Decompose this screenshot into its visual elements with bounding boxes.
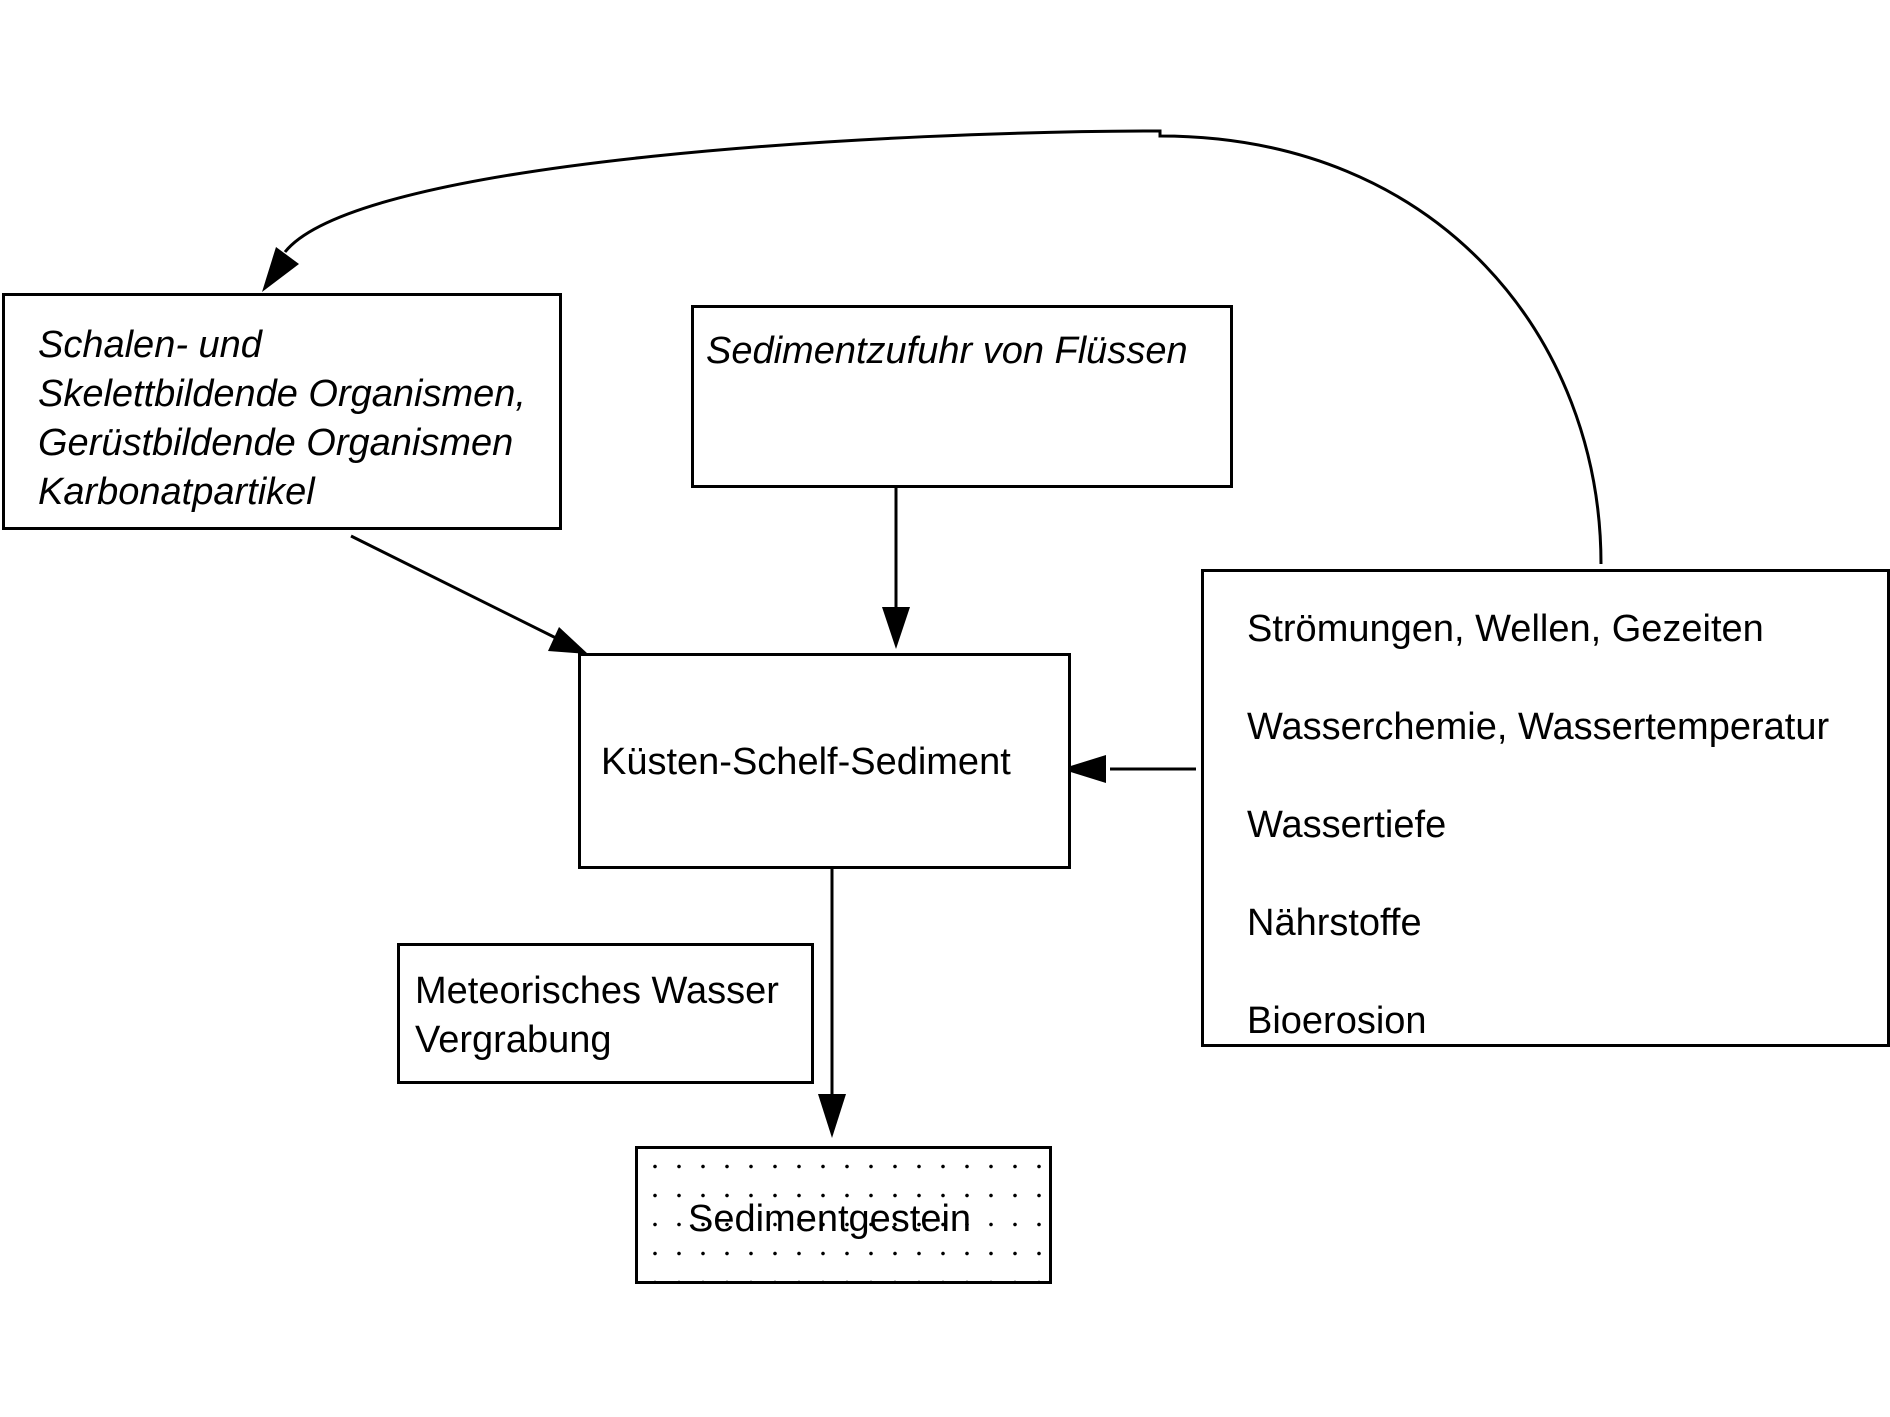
feedback-arrowhead	[262, 247, 299, 292]
organisms-line-1: Schalen- und	[38, 324, 262, 366]
organisms-arrowhead	[548, 627, 588, 654]
organisms-line-2: Skelettbildende Organismen,	[38, 373, 526, 415]
factor-item: Nährstoffe	[1247, 902, 1422, 944]
river-sediment-supply-label: Sedimentzufuhr von Flüssen	[706, 330, 1188, 372]
meteoric-line-1: Meteorisches Wasser	[415, 970, 779, 1012]
factor-item: Bioerosion	[1247, 1000, 1427, 1042]
feedback-curve-arrow	[283, 129, 1603, 565]
sedimentary-rock-box: Sedimentgestein	[635, 1146, 1052, 1284]
meteoric-water-burial-box: Meteorisches Wasser Vergrabung	[397, 943, 814, 1084]
organisms-box: Schalen- und Skelettbildende Organismen,…	[2, 293, 562, 530]
coastal-shelf-sediment-box: Küsten-Schelf-Sediment	[578, 653, 1071, 869]
organisms-to-sediment-arrow	[350, 534, 561, 642]
factor-item: Strömungen, Wellen, Gezeiten	[1247, 608, 1764, 650]
factor-item: Wassertiefe	[1247, 804, 1447, 846]
river-sediment-supply-box: Sedimentzufuhr von Flüssen	[691, 305, 1233, 488]
meteoric-line-2: Vergrabung	[415, 1019, 612, 1061]
factor-item: Wasserchemie, Wassertemperatur	[1247, 706, 1830, 748]
environmental-factors-box: Strömungen, Wellen, Gezeiten Wasserchemi…	[1201, 569, 1890, 1047]
organisms-line-3: Gerüstbildende Organismen	[38, 422, 514, 464]
organisms-line-4: Karbonatpartikel	[38, 471, 315, 513]
rivers-arrowhead	[882, 607, 910, 649]
coastal-shelf-sediment-label: Küsten-Schelf-Sediment	[601, 741, 1011, 783]
factors-arrowhead	[1061, 755, 1106, 783]
sedimentary-rock-label: Sedimentgestein	[688, 1198, 972, 1240]
rock-arrowhead	[818, 1094, 846, 1138]
